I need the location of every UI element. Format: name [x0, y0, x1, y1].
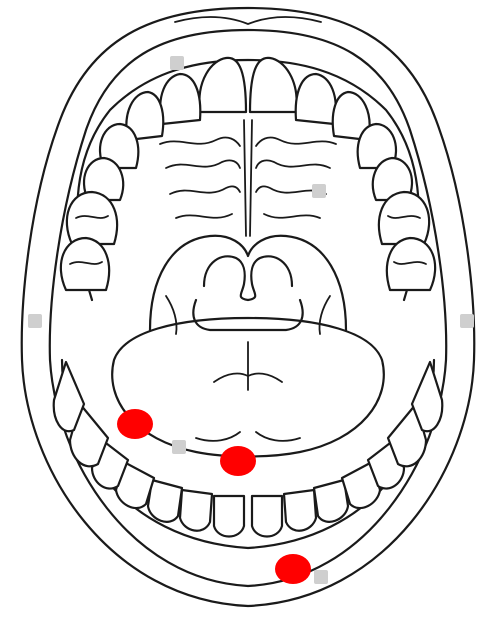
sublingual-fold: [196, 432, 300, 441]
palatal-ruga: [264, 214, 320, 218]
lower-incisor: [214, 496, 244, 537]
inner-lip-contour: [50, 30, 446, 586]
upper-incisor: [296, 74, 336, 124]
palatal-ruga: [170, 186, 240, 194]
soft-palate: [150, 236, 346, 334]
lower-canine: [314, 480, 348, 522]
palatal-ruga: [160, 138, 240, 146]
upper-molar: [379, 192, 429, 244]
palatal-ruga: [166, 160, 240, 168]
upper-incisor: [250, 58, 297, 112]
upper-incisor: [160, 74, 200, 124]
outer-lip-contour: [22, 8, 474, 606]
lower-incisor: [284, 490, 316, 531]
upper-incisor: [199, 58, 246, 112]
marker-lower-lip: [275, 554, 311, 584]
lower-incisor: [252, 496, 282, 537]
upper-molar: [61, 238, 109, 290]
palatal-raphe: [244, 120, 252, 236]
hard-palate: [160, 120, 336, 236]
lower-incisor: [180, 490, 212, 531]
pharynx-opening: [193, 300, 302, 330]
lower-canine: [148, 480, 182, 522]
upper-molar: [67, 192, 117, 244]
marker-left-lower-gum: [117, 409, 153, 439]
soft-palate-arch: [150, 236, 346, 330]
palatal-ruga: [256, 160, 330, 168]
marker-under-tongue: [220, 446, 256, 476]
palatal-ruga: [176, 214, 232, 218]
upper-gum-line: [77, 60, 418, 300]
upper-lip-crease: [175, 17, 321, 24]
palatoglossal-arch-right: [319, 296, 330, 334]
tongue: [112, 318, 384, 457]
palatal-ruga: [256, 138, 336, 146]
palatoglossal-arch-left: [166, 296, 177, 334]
uvula: [204, 256, 292, 300]
upper-molar: [387, 238, 435, 290]
